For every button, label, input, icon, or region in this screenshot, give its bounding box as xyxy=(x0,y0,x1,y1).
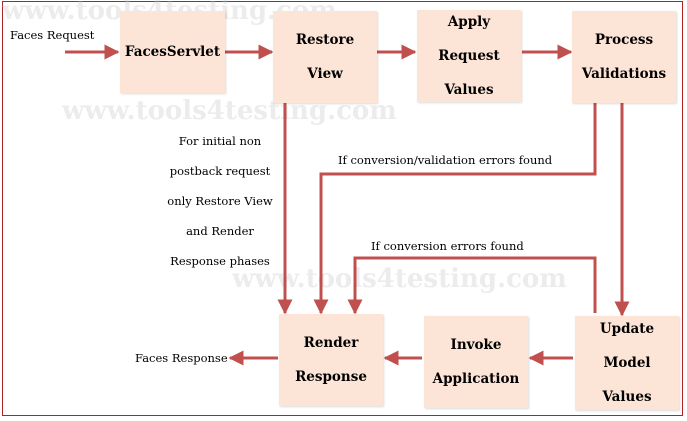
faces-response-label: Faces Response xyxy=(135,351,228,365)
process-validations-line-2: Validations xyxy=(581,66,667,82)
diagram-frame xyxy=(2,1,683,416)
update-model-values-line-3: Values xyxy=(602,389,652,405)
faces-servlet-box: FacesServlet xyxy=(120,11,225,93)
process-validations-line-1: Process xyxy=(594,32,654,48)
faces-request-label: Faces Request xyxy=(10,28,95,42)
arrow-conversion-errors-to-render xyxy=(347,256,597,315)
initial-request-note-line-3: only Restore View xyxy=(167,194,273,208)
invoke-application-line-1: Invoke xyxy=(450,337,502,353)
update-model-values-box: Update Model Values xyxy=(575,316,679,410)
restore-view-line-1: Restore xyxy=(295,32,355,48)
apply-request-values-line-3: Values xyxy=(444,82,494,98)
arrow-validation-errors-to-render xyxy=(313,103,597,315)
restore-view-box: Restore View xyxy=(273,11,377,103)
update-model-values-line-2: Model xyxy=(603,355,651,371)
invoke-application-box: Invoke Application xyxy=(424,316,528,408)
apply-request-values-box: Apply Request Values xyxy=(417,10,521,102)
apply-request-values-line-2: Request xyxy=(438,48,500,64)
initial-request-note-line-1: For initial non xyxy=(178,134,262,148)
initial-request-note-line-2: postback request xyxy=(169,164,271,178)
apply-request-values-line-1: Apply xyxy=(447,14,491,30)
render-response-line-1: Render xyxy=(303,335,359,351)
watermark-bottom: www.tools4testing.com xyxy=(232,264,567,294)
invoke-application-line-2: Application xyxy=(432,371,520,387)
process-validations-box: Process Validations xyxy=(572,11,676,103)
restore-view-line-2: View xyxy=(307,66,343,82)
faces-servlet-label: FacesServlet xyxy=(124,44,221,60)
validation-errors-label: If conversion/validation errors found xyxy=(338,153,553,167)
render-response-box: Render Response xyxy=(279,314,383,406)
render-response-line-2: Response xyxy=(295,369,367,385)
initial-request-note-line-5: Response phases xyxy=(170,254,270,268)
conversion-errors-label: If conversion errors found xyxy=(371,239,524,253)
initial-request-note: For initial non postback request only Re… xyxy=(158,126,282,276)
update-model-values-line-1: Update xyxy=(599,321,655,337)
initial-request-note-line-4: and Render xyxy=(186,224,254,238)
